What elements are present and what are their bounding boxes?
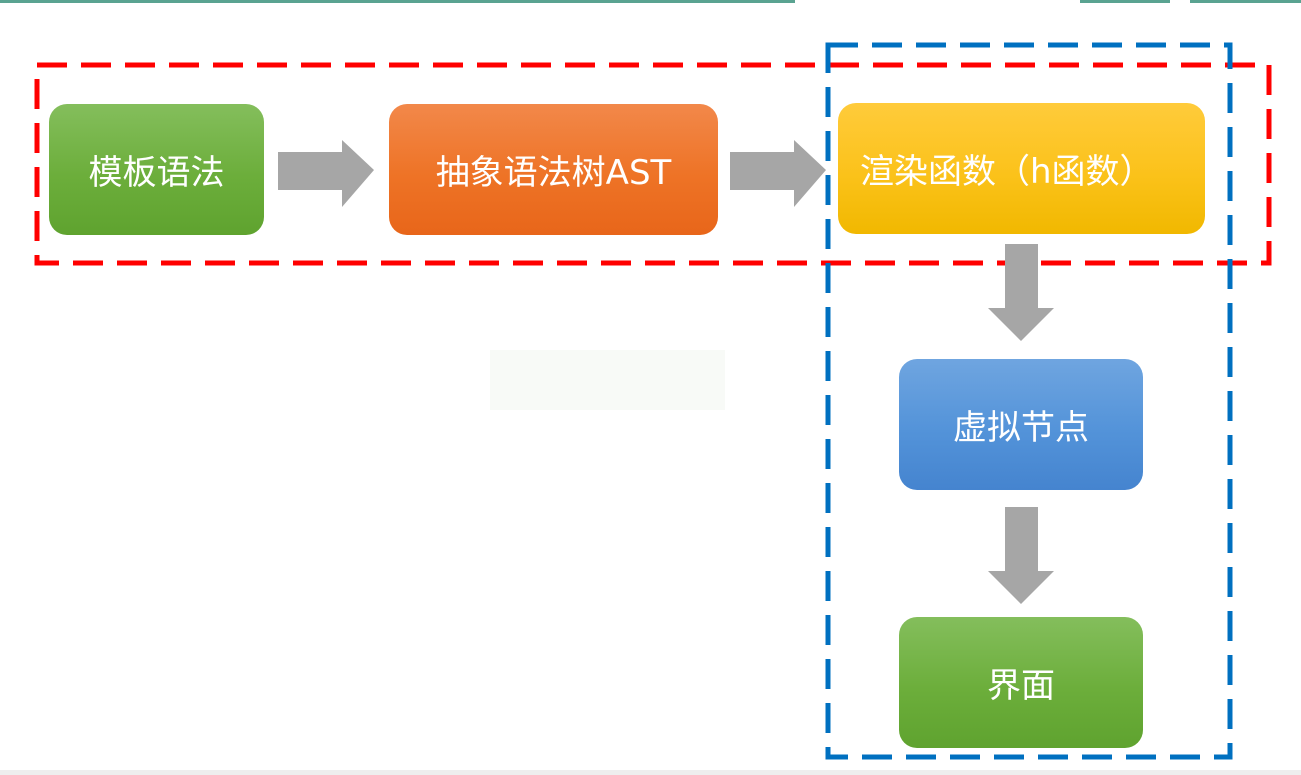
node-abstract-syntax-tree-label: 抽象语法树AST	[435, 153, 672, 193]
node-abstract-syntax-tree: 抽象语法树AST	[389, 104, 718, 235]
node-virtual-node-label: 虚拟节点	[953, 408, 1089, 448]
top-border-line-segment	[1080, 0, 1170, 3]
arrow-template-to-ast	[278, 140, 374, 207]
node-template-syntax-label: 模板语法	[88, 153, 225, 193]
arrow-ast-to-render	[730, 140, 826, 207]
faded-artifact	[490, 350, 725, 410]
node-interface: 界面	[899, 617, 1143, 748]
node-render-function: 渲染函数（h函数）	[838, 103, 1205, 234]
node-render-function-label: 渲染函数（h函数）	[860, 152, 1154, 192]
bottom-border-line	[0, 770, 1301, 775]
node-interface-label: 界面	[987, 666, 1055, 706]
node-virtual-node: 虚拟节点	[899, 359, 1143, 490]
top-border-line	[0, 0, 795, 3]
node-template-syntax: 模板语法	[49, 104, 264, 235]
top-border-line-right	[1190, 0, 1301, 3]
arrow-render-to-vnode	[988, 244, 1054, 341]
arrow-vnode-to-ui	[988, 507, 1054, 604]
